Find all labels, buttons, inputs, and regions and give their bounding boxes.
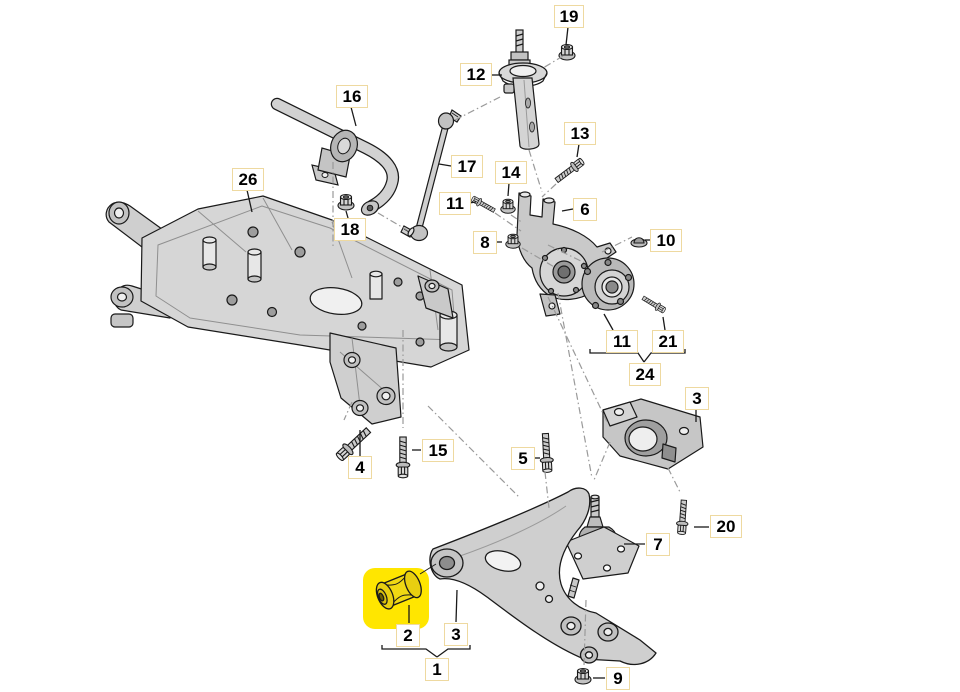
- group-brackets: [381, 349, 686, 658]
- callout-24[interactable]: 24: [629, 363, 661, 386]
- callout-26[interactable]: 26: [232, 168, 264, 191]
- callout-11a[interactable]: 11: [439, 192, 471, 215]
- callout-15[interactable]: 15: [422, 439, 454, 462]
- stabilizer-bar-drawing: [270, 97, 400, 216]
- bolt-15: [395, 436, 411, 479]
- nut-14: [500, 198, 516, 214]
- callout-9[interactable]: 9: [606, 667, 630, 690]
- callout-18[interactable]: 18: [334, 218, 366, 241]
- nut-19: [558, 43, 576, 61]
- nut-9: [574, 667, 592, 685]
- wheel-hub-drawing: [581, 257, 635, 311]
- callout-3a[interactable]: 3: [685, 387, 709, 410]
- strut-drawing: [498, 29, 548, 150]
- bolt-20: [675, 499, 691, 536]
- nut-8: [505, 233, 521, 249]
- bolt-11: [469, 194, 497, 215]
- callout-13[interactable]: 13: [564, 122, 596, 145]
- callout-6[interactable]: 6: [573, 198, 597, 221]
- callout-3b[interactable]: 3: [444, 623, 468, 646]
- callout-7[interactable]: 7: [646, 533, 670, 556]
- ball-joint-drawing: [565, 494, 640, 599]
- nut-18: [337, 193, 355, 211]
- callout-8[interactable]: 8: [473, 231, 497, 254]
- control-arm-drawing: [429, 487, 657, 666]
- bolt-21: [640, 293, 668, 315]
- stabilizer-link-drawing: [400, 109, 462, 242]
- callout-10[interactable]: 10: [650, 229, 682, 252]
- callout-17[interactable]: 17: [451, 155, 483, 178]
- callout-5[interactable]: 5: [511, 447, 535, 470]
- bolt-5: [538, 432, 555, 474]
- callout-19[interactable]: 19: [554, 5, 584, 28]
- callout-16[interactable]: 16: [336, 85, 368, 108]
- callout-leader-lines: [246, 26, 709, 679]
- callout-20[interactable]: 20: [710, 515, 742, 538]
- callout-1[interactable]: 1: [425, 658, 449, 681]
- highlighted-bushing-part[interactable]: [363, 568, 429, 629]
- callout-4[interactable]: 4: [348, 456, 372, 479]
- callout-2[interactable]: 2: [396, 624, 420, 647]
- subframe-drawing: [105, 195, 470, 425]
- cap-10: [630, 237, 648, 248]
- callout-12[interactable]: 12: [460, 63, 492, 86]
- callout-21[interactable]: 21: [652, 330, 684, 353]
- console-bracket-drawing: [602, 398, 704, 470]
- callout-11b[interactable]: 11: [606, 330, 638, 353]
- bolt-13: [552, 155, 587, 186]
- callout-14[interactable]: 14: [495, 161, 527, 184]
- assembly-dash-lines: [332, 55, 681, 667]
